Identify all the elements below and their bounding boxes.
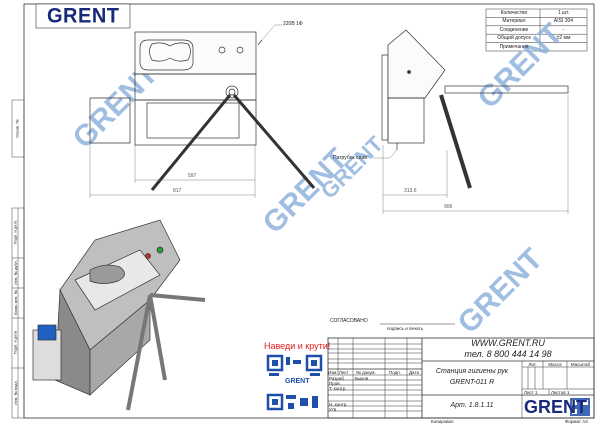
strip-label: Инв. № подл. (12, 380, 18, 405)
role-label: Т. контр. (329, 385, 347, 391)
scale-label: Масштаб (570, 361, 591, 367)
title-block-grid (327, 337, 595, 419)
strip-label: Подп. и дата (12, 330, 18, 355)
mass-label: Масса (548, 361, 562, 367)
qr-logo: GRENT (284, 378, 311, 385)
strip-label: Взам. инв. № (12, 290, 18, 315)
spec-label: Примечания (499, 43, 529, 50)
title-block-logo: GRENT (524, 397, 587, 417)
article-number: Арт. 1.8.1.11 (450, 402, 494, 409)
header-logo: GRENT (47, 4, 120, 28)
sheet-number: Лист 1 (524, 389, 538, 395)
strip-label: Инв. № дубл. (12, 260, 18, 285)
side-dimensions (373, 95, 569, 214)
approval-label: СОГЛАСОВАНО (330, 318, 368, 324)
product-name: Станция гигиены рук (435, 368, 509, 375)
website[interactable]: WWW.GRENT.RU (471, 338, 545, 348)
product-model: GRENT-011 R (449, 379, 495, 386)
qr-prompt: Наведи и крути! (264, 341, 331, 351)
spec-value: - (562, 26, 565, 33)
spec-table-grid (485, 8, 588, 52)
power-label: 220В 1Ф (283, 21, 303, 27)
role-label: Утв. (329, 406, 338, 412)
dimension-597: 597 (188, 173, 197, 179)
dimension-906: 906 (444, 204, 453, 210)
developer-name: Быков (355, 375, 369, 381)
col-header: Лист (339, 370, 349, 375)
strip-label: Справ. № (14, 119, 20, 138)
spec-value: AISI 304 (553, 18, 574, 25)
isometric-view (32, 219, 206, 411)
dimension-817: 817 (173, 188, 182, 194)
copied-label: Копировал (431, 419, 454, 424)
spec-value: 1 шт. (557, 10, 570, 16)
role-label: Разраб. (329, 375, 346, 381)
side-view (381, 29, 569, 189)
col-header: № докум. (356, 370, 376, 375)
sign-stamp-label: подпись и печать (387, 326, 423, 331)
format-label: Формат А3 (565, 419, 588, 424)
col-header: Дата (409, 370, 419, 375)
sheet-count: Листов 1 (551, 389, 570, 395)
role-label: Пров. (329, 380, 341, 386)
drain-label: Патрубок слив (333, 155, 367, 161)
role-label: Н. контр. (329, 401, 348, 407)
front-dimensions (89, 24, 282, 198)
col-header: Подп. (389, 370, 401, 375)
logo-box (35, 3, 131, 29)
spec-label: Соединение (499, 26, 529, 33)
spec-label: Материал (502, 18, 526, 25)
strip-label: Подп. и дата (12, 220, 18, 245)
col-header: Изм. (328, 370, 338, 375)
phone: тел. 8 800 444 14 98 (464, 349, 552, 359)
left-strip (11, 99, 25, 419)
title-qr-code (570, 398, 590, 416)
spec-label: Общий допуск (497, 35, 531, 42)
spec-label: Количество (500, 10, 528, 16)
front-view (89, 31, 316, 191)
dimension-313: 313.6 (404, 188, 417, 194)
spec-value: ±2 мм (556, 35, 571, 42)
lit-label: Лит. (528, 361, 537, 367)
watermark: GRENT (452, 242, 550, 340)
